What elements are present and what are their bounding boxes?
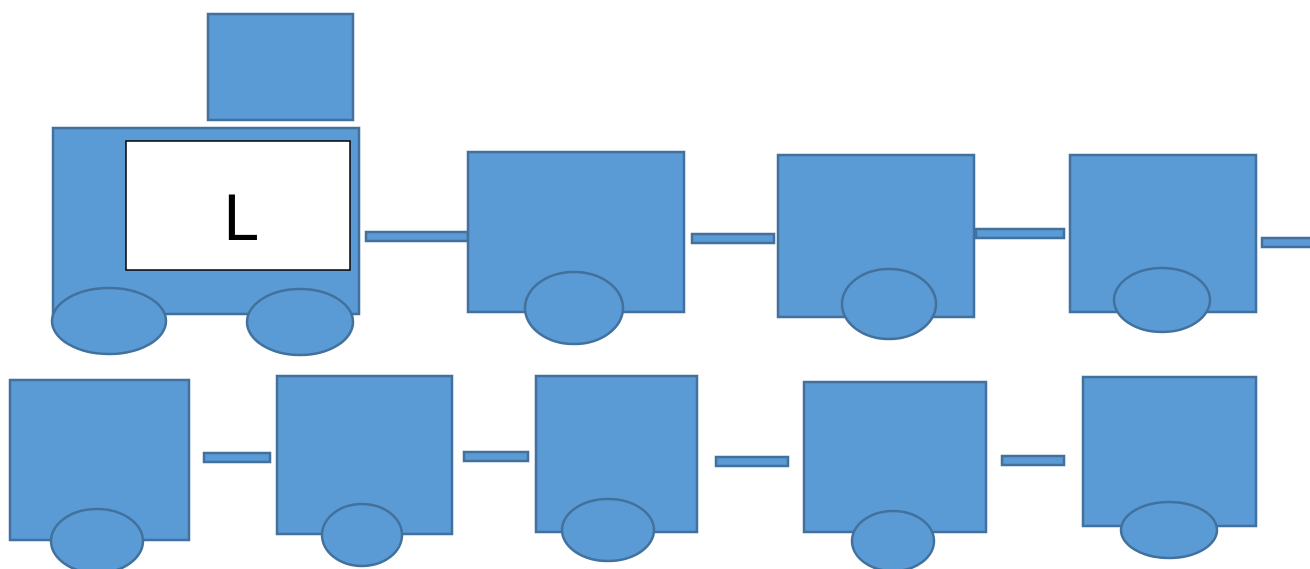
train-car	[466, 150, 686, 346]
car-wheel	[320, 502, 404, 568]
coupler	[714, 455, 790, 468]
car-wheel	[1119, 500, 1219, 560]
car-wheel	[1112, 266, 1212, 334]
coupler	[462, 450, 530, 463]
coupler	[974, 227, 1066, 240]
engine-window-letter: L	[223, 182, 258, 255]
coupler	[364, 230, 470, 243]
coupler	[202, 451, 272, 464]
train-car	[802, 380, 988, 569]
engine-wheel-front	[50, 286, 168, 356]
train-car	[1081, 375, 1258, 560]
car-wheel	[840, 267, 938, 341]
car-wheel	[523, 270, 625, 346]
car-body	[466, 150, 686, 314]
engine-chimney	[206, 12, 355, 122]
coupler	[1260, 236, 1310, 249]
car-wheel	[560, 497, 656, 563]
engine-window	[125, 140, 351, 271]
coupler	[690, 232, 776, 245]
car-wheel	[850, 509, 936, 569]
car-wheel	[49, 507, 145, 569]
train-car	[8, 378, 191, 569]
train-car	[776, 153, 976, 341]
train-car	[534, 374, 699, 563]
engine: L	[50, 12, 361, 357]
train-car	[275, 374, 454, 568]
coupler	[1000, 454, 1066, 467]
engine-wheel-back	[245, 287, 355, 357]
train-car	[1068, 153, 1258, 334]
car-body	[802, 380, 988, 534]
